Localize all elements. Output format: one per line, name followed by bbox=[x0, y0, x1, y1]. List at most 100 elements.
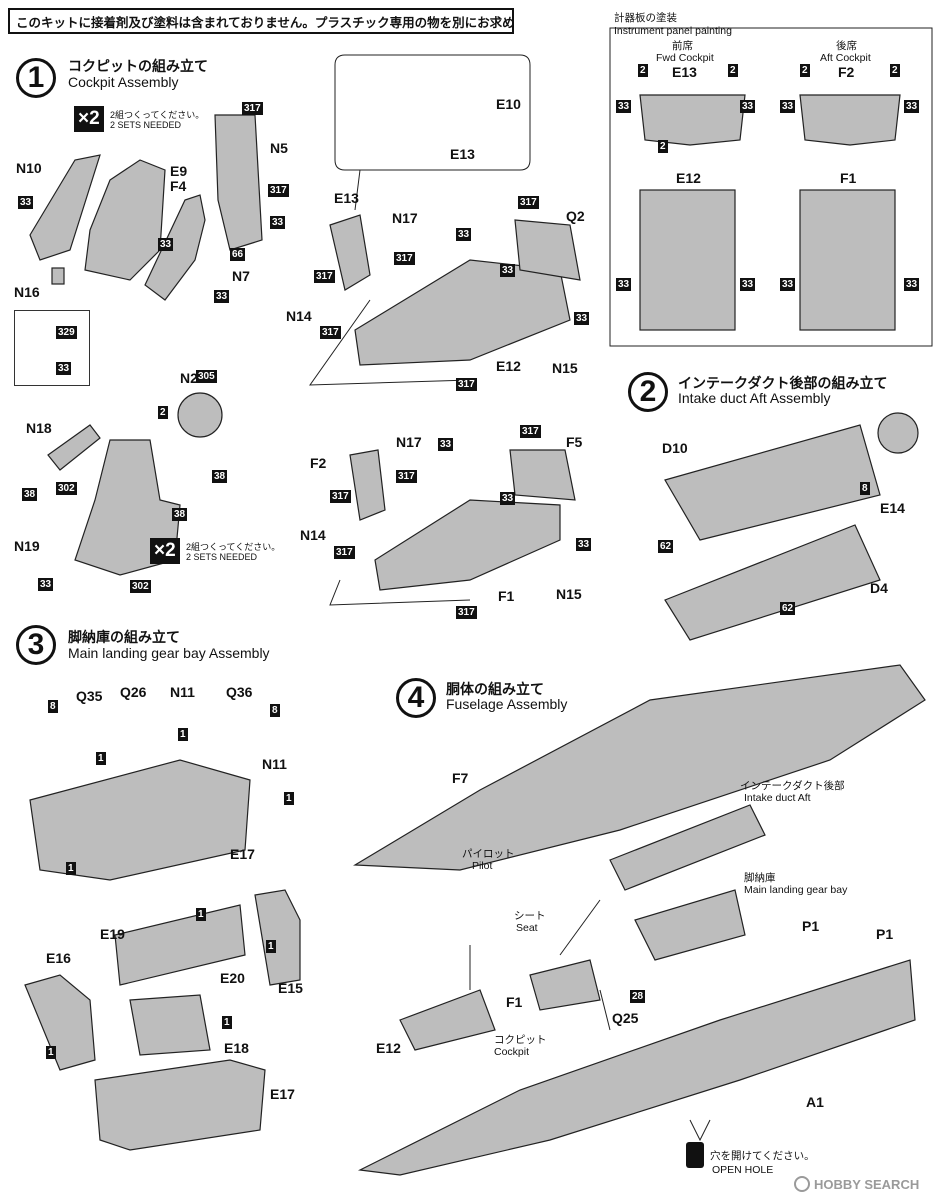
cockpit-fus-e12 bbox=[399, 989, 496, 1051]
sets-multiplier-badge: ×2 bbox=[150, 538, 180, 564]
part-label-e12: E12 bbox=[676, 170, 701, 186]
gear-bay-e17 bbox=[29, 759, 251, 881]
open-hole-en: OPEN HOLE bbox=[712, 1164, 774, 1176]
part-label-n10: N10 bbox=[16, 160, 42, 176]
drill-icon bbox=[686, 1142, 704, 1168]
panel-e12-drawing bbox=[639, 189, 736, 331]
part-label-n19: N19 bbox=[14, 538, 40, 554]
paint-code-2: 2 bbox=[728, 64, 738, 77]
gear-bay-fus bbox=[634, 889, 746, 961]
paint-code-8: 8 bbox=[48, 700, 58, 713]
part-label-n15: N15 bbox=[556, 586, 582, 602]
part-label-e9: E9 bbox=[170, 163, 188, 179]
part-label-n11: N11 bbox=[170, 684, 195, 700]
paint-code-33: 33 bbox=[500, 264, 516, 277]
seat-back-n5 bbox=[214, 114, 263, 251]
pilot-arm bbox=[47, 424, 101, 471]
paint-code-33: 33 bbox=[158, 238, 174, 251]
gear-bay-en: Main landing gear bay bbox=[744, 884, 848, 896]
step-1-number: 1 bbox=[16, 58, 56, 98]
part-label-f2: F2 bbox=[838, 64, 855, 80]
paint-code-8: 8 bbox=[860, 482, 870, 495]
fuselage-lower-a1 bbox=[357, 959, 916, 1176]
part-label-n17: N17 bbox=[392, 210, 418, 226]
part-label-e17: E17 bbox=[230, 846, 255, 862]
part-label-n17: N17 bbox=[396, 434, 422, 450]
intake-aft-en: Intake duct Aft bbox=[744, 792, 811, 804]
step-1-title-en: Cockpit Assembly bbox=[68, 74, 179, 90]
sets-note-jp: 2組つくってください。 bbox=[110, 110, 205, 120]
watermark-logo-icon bbox=[794, 1176, 810, 1192]
part-label-f1: F1 bbox=[498, 588, 515, 604]
paint-code-33: 33 bbox=[270, 216, 286, 229]
cockpit-fus-f1 bbox=[529, 959, 601, 1011]
paint-code-1: 1 bbox=[66, 862, 76, 875]
paint-code-33: 33 bbox=[780, 100, 796, 113]
paint-code-38: 38 bbox=[22, 488, 38, 501]
part-label-n11: N11 bbox=[262, 756, 287, 772]
compressor-e14 bbox=[877, 412, 919, 454]
part-label-q36: Q36 bbox=[226, 684, 253, 700]
detail-inset-box bbox=[14, 310, 90, 386]
paint-code-2: 2 bbox=[890, 64, 900, 77]
panel-e13-drawing bbox=[639, 94, 746, 146]
intake-aft-fus bbox=[609, 804, 766, 891]
paint-code-66: 66 bbox=[230, 248, 246, 261]
intake-duct-d4 bbox=[664, 524, 881, 641]
paint-code-1: 1 bbox=[196, 908, 206, 921]
paint-code-317: 317 bbox=[320, 326, 341, 339]
paint-code-33: 33 bbox=[438, 438, 454, 451]
step-1-title-jp: コクピットの組み立て bbox=[68, 58, 208, 74]
part-label-q26: Q26 bbox=[120, 684, 147, 700]
paint-code-8: 8 bbox=[270, 704, 280, 717]
part-label-n15: N15 bbox=[552, 360, 578, 376]
console-f5 bbox=[509, 449, 576, 501]
paint-code-33: 33 bbox=[904, 100, 920, 113]
part-label-e17: E17 bbox=[270, 1086, 295, 1102]
paint-code-1: 1 bbox=[284, 792, 294, 805]
paint-code-1: 1 bbox=[266, 940, 276, 953]
part-label-q2: Q2 bbox=[566, 208, 585, 224]
step-3-title-en: Main landing gear bay Assembly bbox=[68, 645, 270, 661]
paint-code-33: 33 bbox=[38, 578, 54, 591]
gear-frame-e15 bbox=[254, 889, 301, 986]
part-label-p1: P1 bbox=[802, 918, 820, 934]
part-label-e15: E15 bbox=[278, 980, 303, 996]
part-label-f2: F2 bbox=[310, 455, 327, 471]
paint-code-2: 2 bbox=[800, 64, 810, 77]
part-label-e13: E13 bbox=[334, 190, 359, 206]
sets-note-en: 2 SETS NEEDED bbox=[110, 120, 182, 130]
step-3-title-jp: 脚納庫の組み立て bbox=[68, 629, 180, 645]
paint-code-1: 1 bbox=[46, 1046, 56, 1059]
part-label-n14: N14 bbox=[300, 527, 326, 543]
part-label-q25: Q25 bbox=[612, 1010, 639, 1026]
part-label-e16: E16 bbox=[46, 950, 71, 966]
paint-code-317: 317 bbox=[268, 184, 289, 197]
pilot-helmet bbox=[177, 392, 223, 438]
fwd-cockpit-jp: 前席 bbox=[672, 40, 693, 52]
step-4-title-jp: 胴体の組み立て bbox=[446, 681, 544, 697]
part-label-e10: E10 bbox=[496, 96, 521, 112]
part-label-f5: F5 bbox=[566, 434, 583, 450]
paint-code-33: 33 bbox=[214, 290, 230, 303]
cockpit-tub-e12 bbox=[354, 259, 571, 366]
part-label-p1: P1 bbox=[876, 926, 894, 942]
part-label-n7: N7 bbox=[232, 268, 250, 284]
notice-banner: このキットに接着剤及び塗料は含まれておりません。プラスチック専用の物を別にお求め… bbox=[8, 8, 514, 34]
part-label-d10: D10 bbox=[662, 440, 688, 456]
panel-painting-box bbox=[609, 27, 933, 347]
part-label-n14: N14 bbox=[286, 308, 312, 324]
panel-f2-drawing bbox=[799, 94, 901, 146]
seat-side-n7 bbox=[144, 194, 206, 301]
pilot-en: Pilot bbox=[472, 860, 493, 872]
seat-jp: シート bbox=[514, 910, 546, 922]
paint-code-317: 317 bbox=[396, 470, 417, 483]
paint-code-1: 1 bbox=[96, 752, 106, 765]
paint-code-33: 33 bbox=[616, 278, 632, 291]
paint-code-2: 2 bbox=[158, 406, 168, 419]
part-label-f1: F1 bbox=[506, 994, 523, 1010]
part-label-f1: F1 bbox=[840, 170, 857, 186]
cockpit-en: Cockpit bbox=[494, 1046, 530, 1058]
part-label-f4: F4 bbox=[170, 178, 187, 194]
